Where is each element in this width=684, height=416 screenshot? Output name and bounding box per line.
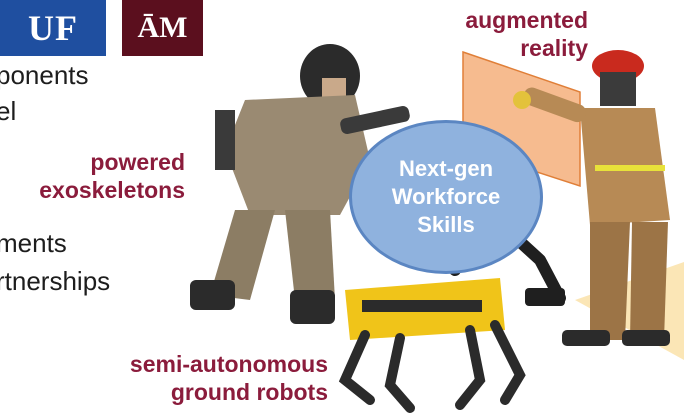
circle-line-2: Workforce	[391, 184, 501, 209]
powered-exoskeletons-label: powered exoskeletons	[39, 148, 185, 204]
bullet-text-3: ments	[0, 228, 67, 258]
powered-exoskeletons-line-2: exoskeletons	[39, 177, 185, 203]
augmented-reality-label: augmented reality	[465, 6, 588, 62]
powered-exoskeletons-line-1: powered	[90, 149, 185, 175]
ground-robots-label: semi-autonomous ground robots	[130, 350, 328, 406]
uf-logo: UF	[0, 0, 106, 56]
circle-line-1: Next-gen	[398, 156, 494, 181]
tamu-logo: ĀM	[122, 0, 203, 56]
next-gen-workforce-skills-circle: Next-gen Workforce Skills	[349, 120, 543, 274]
ground-robots-line-1: semi-autonomous	[129, 351, 328, 377]
circle-line-3: Skills	[417, 212, 475, 237]
bullet-text-2: el	[0, 96, 17, 126]
bullet-text-1: ponents	[0, 60, 89, 90]
bullet-text-4: rtnerships	[0, 266, 111, 296]
augmented-reality-line-1: augmented	[465, 7, 588, 33]
augmented-reality-line-2: reality	[520, 35, 588, 61]
exoskeleton-soldier-icon	[190, 44, 410, 324]
firefighter-icon	[513, 50, 670, 346]
ground-robots-line-2: ground robots	[170, 379, 328, 405]
